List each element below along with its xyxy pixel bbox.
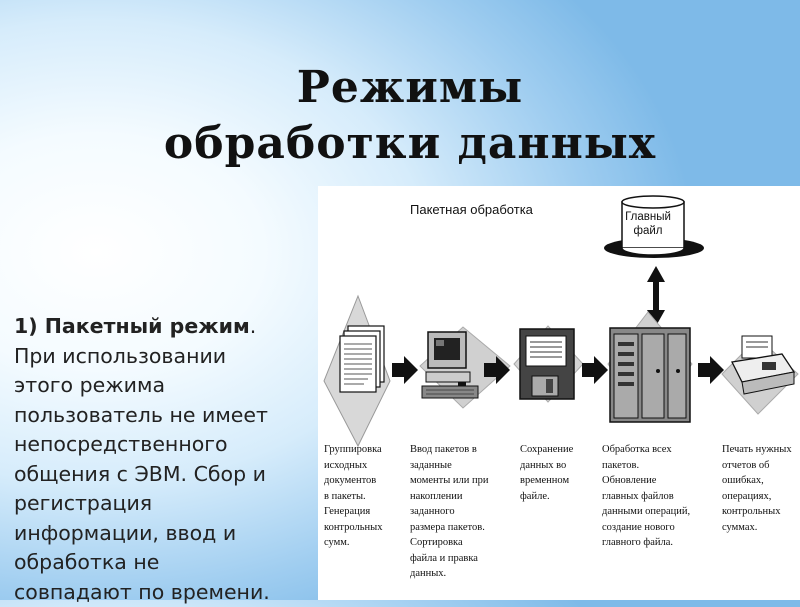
body-line: обработка не — [14, 548, 324, 578]
body-line: совпадают по времени. — [14, 578, 324, 607]
body-line: пользователь не имеет — [14, 401, 324, 431]
floppy-disk-icon — [514, 326, 583, 402]
step-3-caption: Сохранение данных во временном файле. — [520, 442, 573, 504]
caption-line: Ввод пакетов в — [410, 442, 488, 458]
caption-line: Сохранение — [520, 442, 573, 458]
slide-title-line-2: обработки данных — [60, 116, 760, 172]
step-1-caption: Группировка исходных документов в пакеты… — [324, 442, 382, 551]
database-label-line: Главный — [620, 210, 676, 224]
caption-line: Обработка всех — [602, 442, 690, 458]
caption-line: в пакеты. — [324, 489, 382, 505]
caption-line: документов — [324, 473, 382, 489]
caption-line: заданные — [410, 458, 488, 474]
caption-line: Генерация — [324, 504, 382, 520]
caption-line: отчетов об — [722, 458, 792, 474]
caption-line: главных файлов — [602, 489, 690, 505]
caption-line: данных во — [520, 458, 573, 474]
caption-line: главного файла. — [602, 535, 690, 551]
slide-body-text: 1) Пакетный режим. При использовании это… — [14, 312, 324, 607]
caption-line: исходных — [324, 458, 382, 474]
body-line: этого режима — [14, 371, 324, 401]
caption-line: заданного — [410, 504, 488, 520]
step-5-caption: Печать нужных отчетов об ошибках, операц… — [722, 442, 792, 535]
caption-line: накоплении — [410, 489, 488, 505]
slide-title: Режимы обработки данных — [60, 60, 760, 172]
arrow-right-icon — [582, 356, 608, 384]
caption-line: Группировка — [324, 442, 382, 458]
caption-line: данными операций, — [602, 504, 690, 520]
caption-line: моменты или при — [410, 473, 488, 489]
caption-line: временном — [520, 473, 573, 489]
batch-processing-diagram: Пакетная обработка Главный файл Группиро… — [318, 186, 800, 600]
caption-line: контрольных — [722, 504, 792, 520]
body-lead-punct: . — [250, 314, 257, 338]
caption-line: контрольных — [324, 520, 382, 536]
caption-line: данных. — [410, 566, 488, 582]
body-line-lead: 1) Пакетный режим. — [14, 312, 324, 342]
step-4-caption: Обработка всех пакетов. Обновление главн… — [602, 442, 690, 551]
caption-line: файла и правка — [410, 551, 488, 567]
body-line: При использовании — [14, 342, 324, 372]
caption-line: операциях, — [722, 489, 792, 505]
caption-line: Печать нужных — [722, 442, 792, 458]
database-label: Главный файл — [620, 210, 676, 238]
database-label-line: файл — [620, 224, 676, 238]
diagram-graphics — [318, 186, 800, 600]
body-line: регистрация — [14, 489, 324, 519]
printer-icon — [722, 336, 798, 414]
arrow-right-icon — [698, 356, 724, 384]
slide-title-line-1: Режимы — [60, 60, 760, 116]
caption-line: Обновление — [602, 473, 690, 489]
body-line: общения с ЭВМ. Сбор и — [14, 460, 324, 490]
body-line: непосредственного — [14, 430, 324, 460]
caption-line: ошибках, — [722, 473, 792, 489]
arrow-right-icon — [392, 356, 418, 384]
caption-line: файле. — [520, 489, 573, 505]
documents-icon — [324, 296, 390, 446]
caption-line: создание нового — [602, 520, 690, 536]
body-lead: 1) Пакетный режим — [14, 314, 250, 338]
caption-line: сумм. — [324, 535, 382, 551]
body-line: информации, ввод и — [14, 519, 324, 549]
mainframe-icon — [608, 312, 692, 422]
caption-line: пакетов. — [602, 458, 690, 474]
caption-line: суммах. — [722, 520, 792, 536]
diagram-title: Пакетная обработка — [410, 202, 533, 217]
caption-line: Сортировка — [410, 535, 488, 551]
step-2-caption: Ввод пакетов в заданные моменты или при … — [410, 442, 488, 582]
caption-line: размера пакетов. — [410, 520, 488, 536]
